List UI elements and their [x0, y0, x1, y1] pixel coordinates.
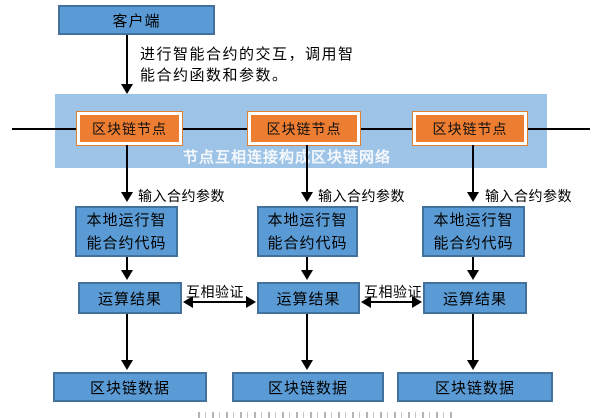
run-arrow-line-1 — [126, 257, 128, 271]
run-code-box-1: 本地运行智 能合约代码 — [75, 206, 178, 257]
verify-arrow-1 — [183, 296, 256, 308]
interaction-note-line2: 能合约函数和参数。 — [140, 66, 289, 84]
blockchain-node-label: 区块链节点 — [432, 121, 508, 138]
arrow-down-icon — [301, 360, 313, 370]
run-code-line1: 本地运行智 — [267, 210, 348, 229]
network-band-caption: 节点互相连接构成区块链网络 — [182, 148, 391, 166]
result-arrow-line-1 — [126, 314, 128, 361]
arrow-down-icon — [301, 192, 313, 202]
arrow-down-icon — [121, 270, 133, 280]
result-box-3: 运算结果 — [423, 282, 527, 314]
run-code-line2: 能合约代码 — [86, 233, 167, 252]
node-arrow-line-3 — [472, 145, 474, 193]
result-box-2: 运算结果 — [257, 282, 360, 314]
result-box-1: 运算结果 — [78, 282, 182, 314]
data-label: 区块链数据 — [434, 378, 515, 397]
input-params-label-2: 输入合约参数 — [318, 189, 405, 205]
verify-arrow-2 — [361, 296, 422, 308]
arrow-down-icon — [121, 84, 133, 94]
run-arrow-line-3 — [472, 257, 474, 271]
run-code-line2: 能合约代码 — [267, 233, 348, 252]
arrow-left-icon — [183, 296, 193, 308]
interaction-note: 进行智能合约的交互，调用智 能合约函数和参数。 — [140, 44, 355, 86]
input-params-label-3: 输入合约参数 — [485, 189, 572, 205]
result-arrow-line-3 — [472, 314, 474, 361]
arrow-down-icon — [467, 360, 479, 370]
data-label: 区块链数据 — [89, 378, 170, 397]
verify-label-2: 互相验证 — [364, 285, 422, 301]
run-code-box-2: 本地运行智 能合约代码 — [257, 206, 358, 257]
run-code-box-3: 本地运行智 能合约代码 — [422, 206, 525, 257]
blockchain-node-box-2: 区块链节点 — [247, 111, 361, 146]
blockchain-node-box-1: 区块链节点 — [76, 111, 183, 146]
node-arrow-line-1 — [126, 145, 128, 193]
result-label: 运算结果 — [442, 289, 507, 308]
verify-label-1: 互相验证 — [186, 285, 244, 301]
data-box-1: 区块链数据 — [53, 372, 207, 402]
client-arrow-line — [126, 35, 128, 86]
data-label: 区块链数据 — [267, 378, 348, 397]
run-arrow-line-2 — [306, 257, 308, 271]
result-label: 运算结果 — [276, 289, 341, 308]
run-code-line1: 本地运行智 — [86, 210, 167, 229]
data-box-2: 区块链数据 — [232, 372, 384, 402]
cutoff-caption — [198, 412, 454, 418]
arrow-left-icon — [361, 296, 371, 308]
blockchain-node-label: 区块链节点 — [92, 121, 167, 138]
node-arrow-line-2 — [306, 145, 308, 193]
arrow-right-icon — [412, 296, 422, 308]
arrow-right-icon — [246, 296, 256, 308]
interaction-note-line1: 进行智能合约的交互，调用智 — [140, 45, 355, 63]
arrow-down-icon — [301, 270, 313, 280]
input-params-label-1: 输入合约参数 — [138, 189, 225, 205]
data-box-3: 区块链数据 — [397, 372, 553, 402]
run-code-line1: 本地运行智 — [433, 210, 514, 229]
client-label: 客户端 — [112, 11, 161, 30]
arrow-down-icon — [467, 192, 479, 202]
arrow-down-icon — [121, 360, 133, 370]
run-code-line2: 能合约代码 — [433, 233, 514, 252]
arrow-down-icon — [121, 192, 133, 202]
arrow-down-icon — [467, 270, 479, 280]
client-box: 客户端 — [58, 5, 215, 35]
blockchain-node-label: 区块链节点 — [266, 121, 342, 138]
result-arrow-line-2 — [306, 314, 308, 361]
result-label: 运算结果 — [97, 289, 162, 308]
blockchain-node-box-3: 区块链节点 — [412, 111, 528, 146]
